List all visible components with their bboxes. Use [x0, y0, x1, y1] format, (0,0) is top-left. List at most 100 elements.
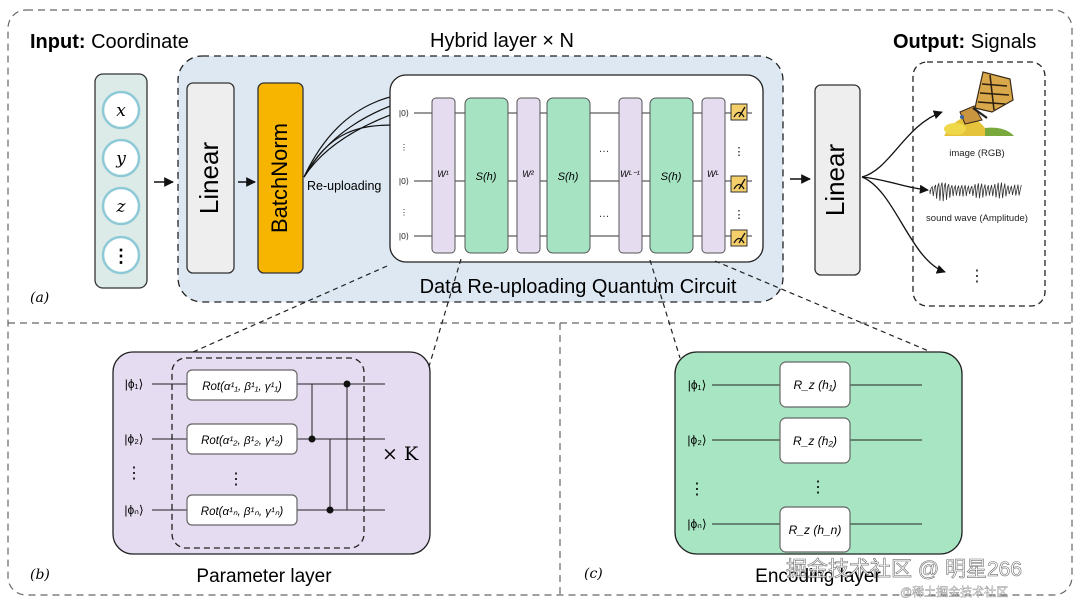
svg-text:|ϕ₁⟩: |ϕ₁⟩: [125, 377, 144, 391]
rz-gate-2: [779, 417, 851, 464]
w-gates: [431, 97, 726, 254]
s-gate-labels: S(h) S(h) S(h): [476, 171, 682, 183]
output-more: ⋮: [969, 268, 985, 285]
parameter-layer-title: Parameter layer: [196, 566, 332, 587]
svg-text:⋮: ⋮: [689, 481, 705, 498]
rz-gate-n: [779, 506, 851, 553]
hybrid-title: Hybrid layer × N: [430, 30, 574, 52]
svg-text:Wᴸ⁻¹: Wᴸ⁻¹: [620, 169, 640, 179]
panel-label-b: (b): [30, 567, 50, 583]
param-kets: |ϕ₁⟩ |ϕ₂⟩ ⋮ |ϕₙ⟩: [124, 377, 143, 517]
measure-icon: [730, 175, 748, 193]
svg-text:S(h): S(h): [558, 171, 579, 183]
svg-text:R_z (h₂): R_z (h₂): [793, 434, 837, 448]
svg-text:…: …: [599, 143, 610, 155]
svg-text:S(h): S(h): [661, 171, 682, 183]
butterfly-image: [943, 70, 1015, 136]
svg-text:|0⟩: |0⟩: [399, 108, 409, 118]
svg-text:…: …: [599, 208, 610, 220]
watermark-line2: @稀土掘金技术社区: [900, 584, 1008, 599]
output-title: Output: Signals: [893, 31, 1036, 53]
measurement-icons: ⋮ ⋮: [730, 103, 748, 247]
rz-gates: [779, 361, 851, 553]
svg-text:⋮: ⋮: [126, 465, 142, 482]
s-gates: [464, 97, 694, 254]
encode-gate-dots: ⋮: [810, 479, 826, 496]
svg-text:|ϕ₂⟩: |ϕ₂⟩: [687, 433, 706, 447]
rot-gate-1: [186, 369, 298, 401]
circuit-ellipsis: … …: [599, 143, 610, 220]
coordinate-x: x: [101, 90, 141, 130]
svg-text:W¹: W¹: [437, 169, 449, 179]
svg-text:z: z: [116, 197, 127, 217]
output-arrows: [861, 110, 946, 274]
coordinate-z: z: [101, 186, 141, 226]
w2-gate: [516, 97, 541, 254]
svg-text:⋮: ⋮: [734, 146, 745, 158]
qubit-kets: |0⟩ ⋮ |0⟩ ⋮ |0⟩: [399, 108, 409, 241]
circuit-title: Data Re-uploading Quantum Circuit: [420, 276, 737, 298]
batchnorm-block: [257, 82, 304, 274]
linear-label: Linear: [194, 142, 224, 215]
svg-text:|ϕₙ⟩: |ϕₙ⟩: [687, 517, 706, 531]
param-wires: [152, 383, 385, 511]
rz-gate-1: [779, 361, 851, 408]
panel-label-c: (c): [584, 566, 603, 582]
reuploading-label: Re-uploading: [307, 179, 381, 193]
s-gate-1: [464, 97, 509, 254]
batchnorm-label: BatchNorm: [267, 123, 292, 233]
watermark-line1: 掘金技术社区 @ 明星266: [786, 558, 1022, 581]
panel-label-a: (a): [30, 290, 49, 306]
linear-out-label: Linear: [820, 144, 850, 217]
w-gate-labels: W¹ W² Wᴸ⁻¹ Wᴸ: [437, 169, 719, 179]
svg-text:⋮: ⋮: [400, 207, 409, 217]
svg-text:Rot(α¹₁, β¹₁, γ¹₁): Rot(α¹₁, β¹₁, γ¹₁): [202, 381, 282, 393]
svg-text:W²: W²: [522, 169, 534, 179]
repeat-k-label: × K: [382, 443, 419, 465]
param-gate-dots: ⋮: [228, 471, 244, 488]
linear-block: [186, 82, 235, 274]
svg-text:|0⟩: |0⟩: [399, 231, 409, 241]
encode-kets: |ϕ₁⟩ |ϕ₂⟩ ⋮ |ϕₙ⟩: [687, 378, 706, 531]
svg-text:y: y: [115, 149, 126, 169]
rot-gate-2: [186, 423, 298, 455]
encode-wires: [712, 384, 922, 525]
image-caption: image (RGB): [949, 148, 1004, 159]
svg-text:R_z (h_n): R_z (h_n): [789, 523, 842, 537]
zoom-lines: [174, 258, 951, 381]
output-region: [912, 61, 1046, 307]
svg-text:⋮: ⋮: [734, 209, 745, 221]
linear-out-block: [814, 84, 861, 276]
svg-text:|ϕₙ⟩: |ϕₙ⟩: [124, 503, 143, 517]
parameter-repeat-region: [171, 357, 365, 549]
measure-icon: [730, 229, 748, 247]
wL-1-gate: [618, 97, 643, 254]
rot-gate-n: [186, 494, 298, 526]
svg-text:Rot(α¹ₙ, β¹ₙ, γ¹ₙ): Rot(α¹ₙ, β¹ₙ, γ¹ₙ): [201, 506, 284, 518]
svg-text:|0⟩: |0⟩: [399, 176, 409, 186]
svg-text:x: x: [116, 101, 126, 121]
rz-gate-labels: R_z (h₁) R_z (h₂) R_z (h_n): [789, 378, 842, 537]
coordinate-box: [94, 73, 148, 289]
svg-text:R_z (h₁): R_z (h₁): [793, 378, 836, 392]
svg-text:Wᴸ: Wᴸ: [707, 169, 719, 179]
wL-gate: [701, 97, 726, 254]
s-gate-2: [546, 97, 591, 254]
s-gate-3: [649, 97, 694, 254]
param-control-dots: [308, 380, 351, 514]
measure-icon: [730, 103, 748, 121]
svg-text:|ϕ₁⟩: |ϕ₁⟩: [688, 378, 707, 392]
svg-text:⋮: ⋮: [112, 246, 130, 266]
ket-dots: ⋮: [400, 142, 409, 152]
sound-wave-graphic: [929, 182, 1022, 202]
coordinate-y: y: [101, 138, 141, 178]
input-title: Input: Coordinate: [30, 31, 189, 53]
w1-gate: [431, 97, 456, 254]
encoding-layer-title: Encoding layer: [755, 566, 881, 587]
coordinate-more: ⋮: [101, 235, 141, 275]
svg-text:Rot(α¹₂, β¹₂, γ¹₂): Rot(α¹₂, β¹₂, γ¹₂): [201, 435, 283, 447]
svg-text:|ϕ₂⟩: |ϕ₂⟩: [124, 432, 143, 446]
svg-text:S(h): S(h): [476, 171, 497, 183]
